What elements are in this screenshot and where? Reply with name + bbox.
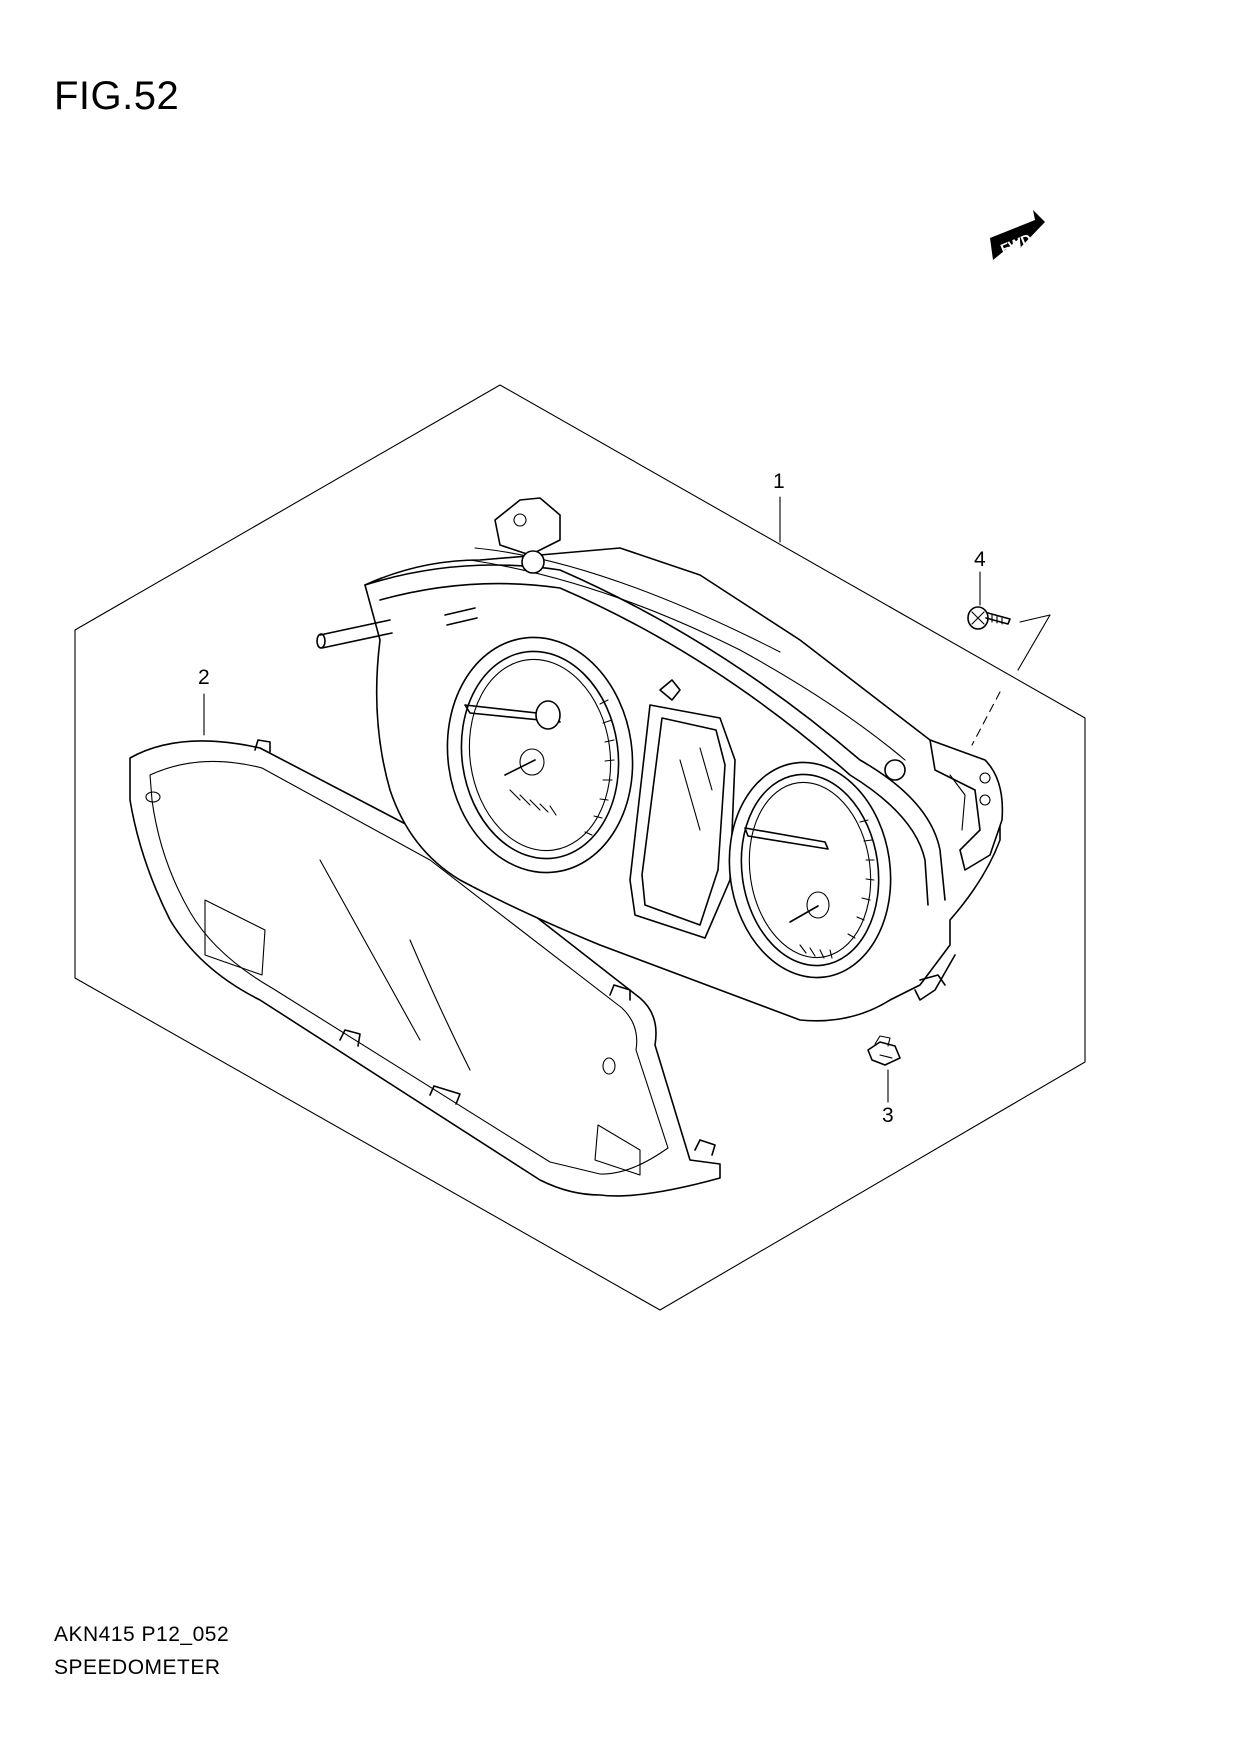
fwd-arrow-icon: FWD [990,210,1045,260]
callout-4: 4 [974,548,986,571]
drawing-name: SPEEDOMETER [54,1656,221,1679]
speedometer-assembly-part [316,497,1004,1022]
callout-3: 3 [882,1104,894,1127]
assembly-boundary [74,384,1086,1311]
screw-part [967,606,1011,630]
leader-lines [203,496,1051,1103]
callout-1: 1 [773,470,785,493]
clip-part [867,1035,901,1066]
cover-lens-part [129,739,721,1197]
drawing-code: AKN415 P12_052 [54,1623,230,1646]
callout-2: 2 [198,666,210,689]
figure-title: FIG.52 [54,74,180,118]
